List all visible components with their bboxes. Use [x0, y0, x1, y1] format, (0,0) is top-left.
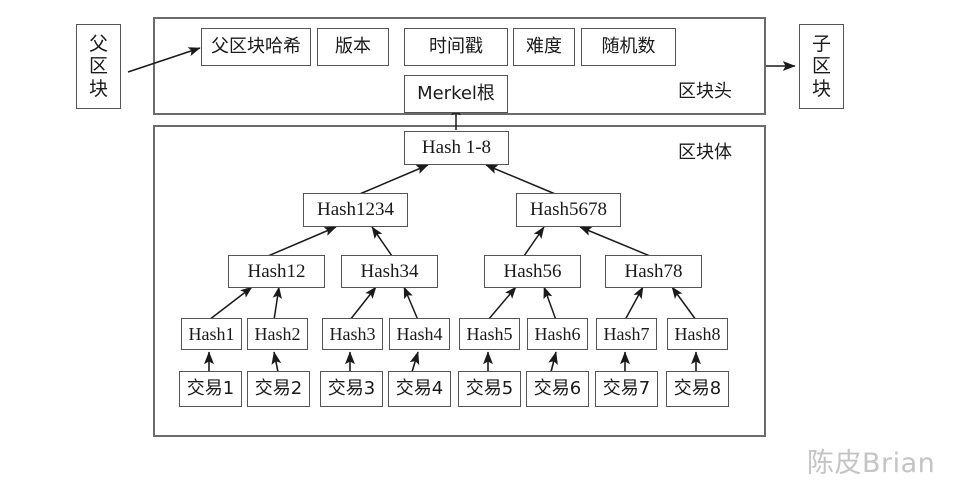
- transaction-box-2-label: 交易2: [254, 377, 303, 399]
- merkle-node-hash-12[interactable]: Hash12: [228, 255, 325, 288]
- field-merkle-root-label: Merkel根: [417, 82, 495, 104]
- merkle-leaf-hash-1[interactable]: Hash1: [181, 318, 242, 350]
- field-prev-block-hash[interactable]: 父区块哈希: [201, 28, 311, 66]
- parent-block-char-1: 父: [88, 32, 108, 55]
- parent-block-box[interactable]: 父 区 块: [76, 24, 121, 109]
- transaction-box-8[interactable]: 交易8: [666, 371, 729, 407]
- transaction-box-8-label: 交易8: [673, 377, 722, 399]
- block-body-area-label-text: 区块体: [678, 142, 732, 163]
- child-block-char-1: 子: [811, 32, 831, 55]
- field-merkle-root[interactable]: Merkel根: [404, 75, 508, 113]
- merkle-leaf-hash-7[interactable]: Hash7: [596, 318, 657, 350]
- transaction-box-5-label: 交易5: [465, 377, 514, 399]
- parent-block-char-2: 区: [88, 55, 108, 78]
- block-body-area-label: 区块体: [678, 138, 732, 164]
- merkle-node-hash-1234[interactable]: Hash1234: [303, 193, 408, 227]
- field-version[interactable]: 版本: [317, 28, 389, 66]
- field-timestamp[interactable]: 时间戳: [404, 28, 508, 66]
- merkle-node-hash-12-label: Hash12: [247, 260, 306, 282]
- watermark: 陈皮Brian: [807, 441, 935, 480]
- merkle-node-hash-56-label: Hash56: [503, 260, 562, 282]
- merkle-node-hash-5678[interactable]: Hash5678: [516, 193, 621, 227]
- merkle-leaf-hash-4-label: Hash4: [396, 323, 443, 344]
- child-block-box[interactable]: 子 区 块: [799, 24, 844, 109]
- transaction-box-4[interactable]: 交易4: [388, 371, 451, 407]
- transaction-box-3-label: 交易3: [327, 377, 376, 399]
- field-version-label: 版本: [335, 35, 371, 57]
- merkle-leaf-hash-7-label: Hash7: [603, 323, 650, 344]
- field-difficulty[interactable]: 难度: [513, 28, 575, 66]
- transaction-box-1-label: 交易1: [186, 377, 235, 399]
- merkle-node-hash-1-8[interactable]: Hash 1-8: [404, 131, 509, 165]
- transaction-box-7[interactable]: 交易7: [595, 371, 658, 407]
- merkle-leaf-hash-4[interactable]: Hash4: [389, 318, 450, 350]
- transaction-box-5[interactable]: 交易5: [458, 371, 521, 407]
- transaction-box-2[interactable]: 交易2: [247, 371, 310, 407]
- merkle-leaf-hash-2-label: Hash2: [254, 323, 301, 344]
- parent-block-char-3: 块: [88, 77, 108, 100]
- transaction-box-7-label: 交易7: [602, 377, 651, 399]
- field-prev-block-hash-label: 父区块哈希: [211, 35, 301, 57]
- merkle-node-hash-78[interactable]: Hash78: [605, 255, 702, 288]
- watermark-text: 陈皮Brian: [807, 448, 936, 479]
- transaction-box-6[interactable]: 交易6: [526, 371, 589, 407]
- merkle-node-hash-1234-label: Hash1234: [316, 199, 395, 221]
- merkle-leaf-hash-8[interactable]: Hash8: [667, 318, 728, 350]
- field-nonce[interactable]: 随机数: [581, 28, 676, 66]
- merkle-leaf-hash-6-label: Hash6: [534, 323, 581, 344]
- transaction-box-1[interactable]: 交易1: [179, 371, 242, 407]
- merkle-node-hash-56[interactable]: Hash56: [484, 255, 581, 288]
- child-block-char-3: 块: [811, 77, 831, 100]
- merkle-leaf-hash-5-label: Hash5: [466, 323, 513, 344]
- merkle-node-hash-5678-label: Hash5678: [529, 199, 608, 221]
- block-header-area-label-text: 区块头: [678, 81, 732, 102]
- merkle-leaf-hash-2[interactable]: Hash2: [247, 318, 308, 350]
- transaction-box-6-label: 交易6: [533, 377, 582, 399]
- block-header-area-label: 区块头: [678, 77, 732, 103]
- merkle-leaf-hash-5[interactable]: Hash5: [459, 318, 520, 350]
- transaction-box-4-label: 交易4: [395, 377, 444, 399]
- merkle-leaf-hash-6[interactable]: Hash6: [527, 318, 588, 350]
- field-timestamp-label: 时间戳: [429, 35, 483, 57]
- transaction-box-3[interactable]: 交易3: [320, 371, 383, 407]
- merkle-leaf-hash-1-label: Hash1: [188, 323, 235, 344]
- field-difficulty-label: 难度: [526, 35, 562, 57]
- merkle-leaf-hash-3[interactable]: Hash3: [322, 318, 383, 350]
- field-nonce-label: 随机数: [601, 35, 656, 57]
- merkle-node-hash-1-8-label: Hash 1-8: [421, 137, 492, 159]
- merkle-node-hash-34-label: Hash34: [360, 260, 419, 282]
- merkle-leaf-hash-8-label: Hash8: [674, 323, 721, 344]
- merkle-leaf-hash-3-label: Hash3: [329, 323, 376, 344]
- child-block-char-2: 区: [811, 55, 831, 78]
- merkle-node-hash-78-label: Hash78: [624, 260, 683, 282]
- merkle-node-hash-34[interactable]: Hash34: [341, 255, 438, 288]
